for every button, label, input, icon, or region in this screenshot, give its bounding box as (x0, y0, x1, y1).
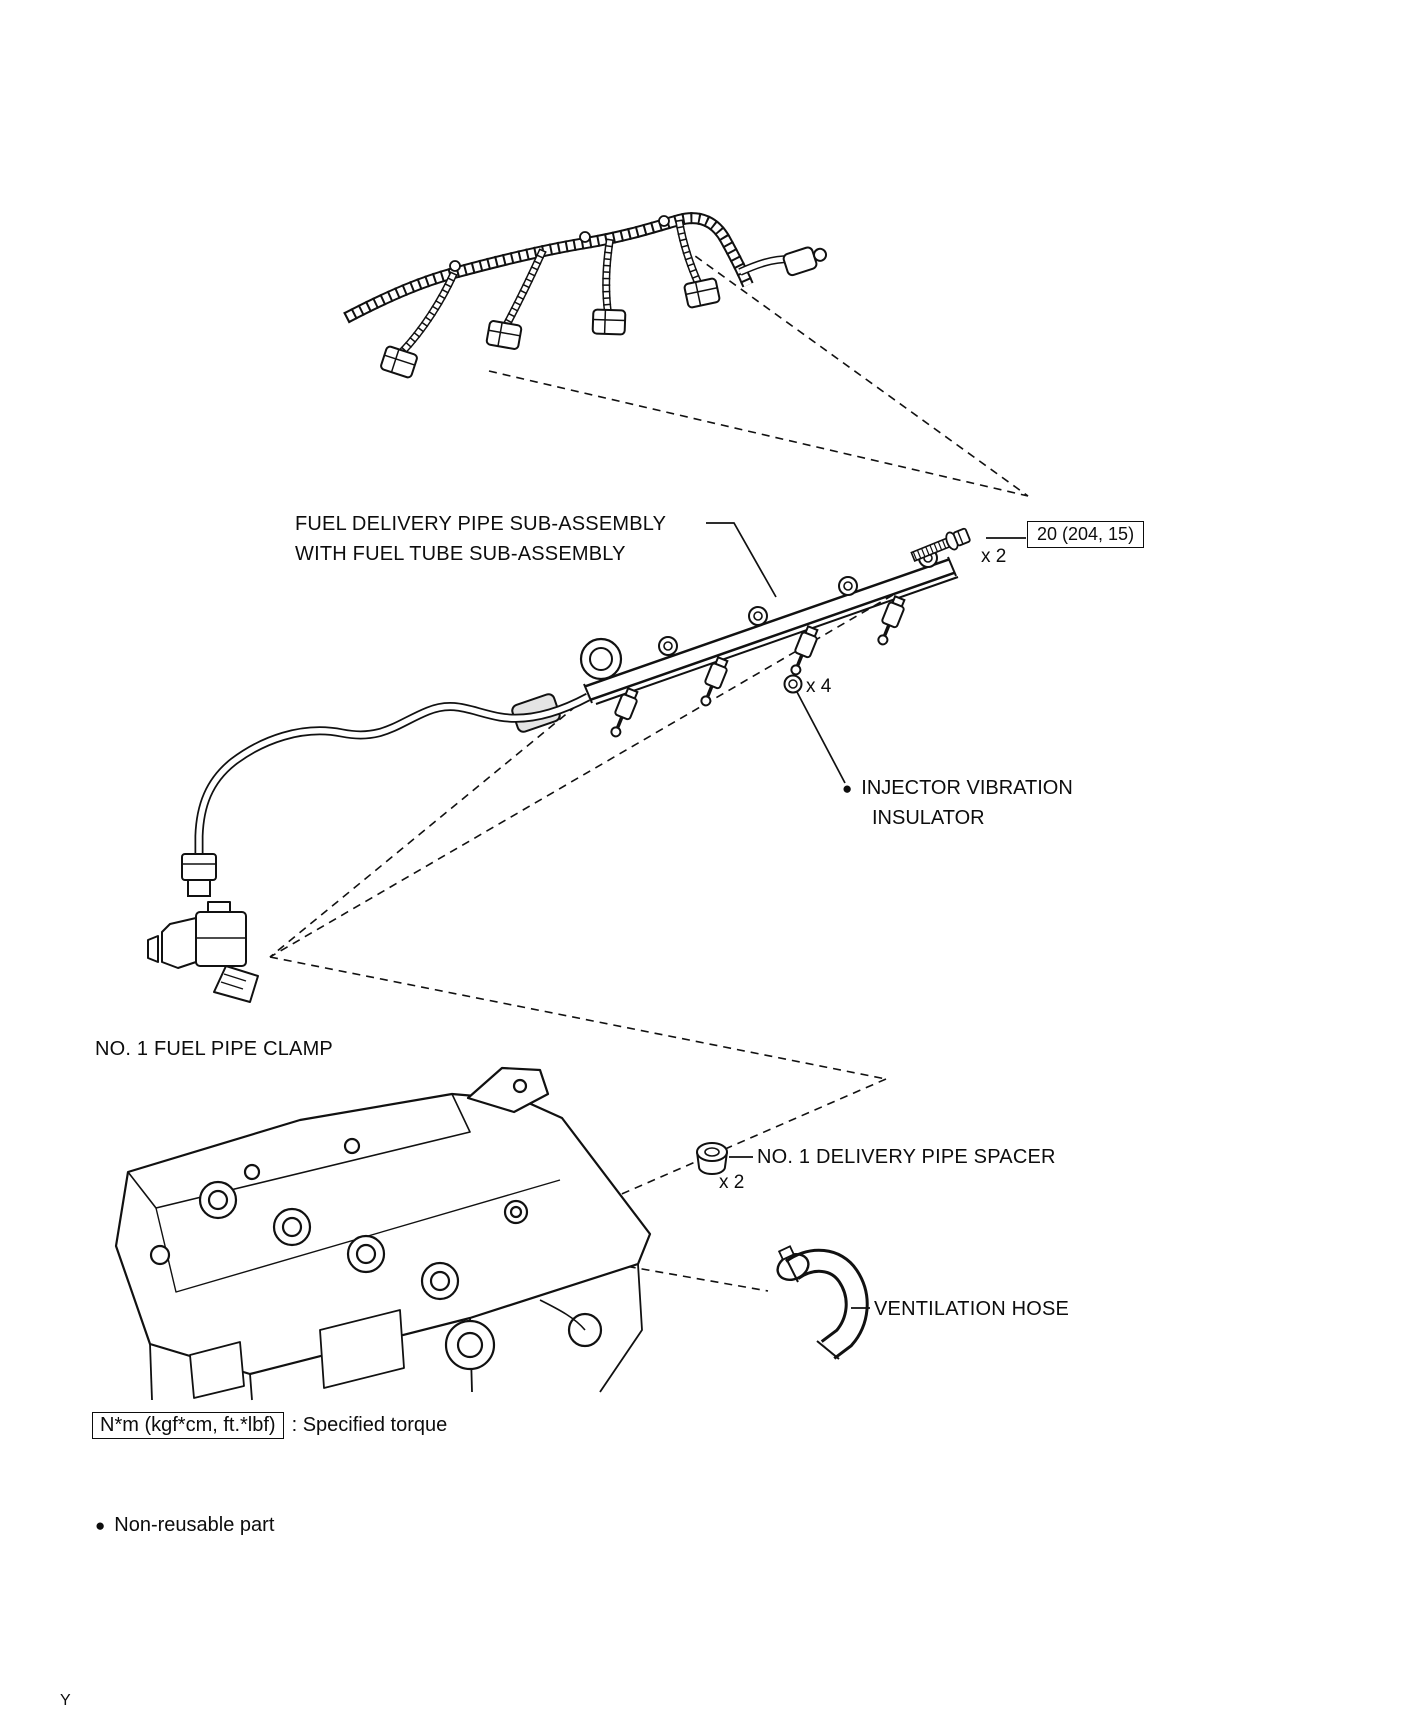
nonreusable-dot-icon: ● (842, 778, 853, 798)
spacer-quantity: x 2 (719, 1172, 745, 1193)
nonreusable-dot-icon: ● (95, 1516, 106, 1535)
torque-legend: N*m (kgf*cm, ft.*lbf) : Specified torque (92, 1412, 447, 1439)
page-marker: Y (60, 1692, 71, 1709)
injector-vibration-insulator-label-line2: INSULATOR (872, 807, 985, 829)
fuel-delivery-pipe-label: FUEL DELIVERY PIPE SUB-ASSEMBLY WITH FUE… (295, 509, 666, 569)
harness-drawing (343, 212, 828, 380)
bolt-quantity: x 2 (981, 546, 1007, 567)
spacer-drawing (696, 1142, 728, 1175)
injector-vibration-insulator-label-line1: INJECTOR VIBRATION (861, 777, 1073, 799)
torque-units-box: N*m (kgf*cm, ft.*lbf) (92, 1412, 284, 1439)
fuel-rail-drawing (181, 548, 959, 897)
quick-connector-drawing (181, 853, 217, 897)
insulator-drawing (783, 674, 803, 694)
insulator-quantity: x 4 (806, 676, 832, 697)
torque-spec-callout: 20 (204, 15) (1027, 521, 1145, 548)
bolt-drawing (910, 527, 971, 562)
label-leader-lines (706, 522, 1026, 1309)
injector-vibration-insulator-label: ● INJECTOR VIBRATION INSULATOR (842, 773, 1073, 833)
engine-drawing (114, 1066, 652, 1401)
fuel-delivery-pipe-label-line2: WITH FUEL TUBE SUB-ASSEMBLY (295, 543, 626, 565)
torque-legend-text: : Specified torque (291, 1414, 448, 1436)
nonreusable-legend-text: Non-reusable part (114, 1514, 275, 1536)
clamp-drawing (147, 901, 259, 1003)
nonreusable-legend: ● Non-reusable part (95, 1514, 274, 1537)
ventilation-hose-drawing (776, 1245, 869, 1360)
fuel-delivery-pipe-label-line1: FUEL DELIVERY PIPE SUB-ASSEMBLY (295, 513, 667, 535)
delivery-pipe-spacer-label: NO. 1 DELIVERY PIPE SPACER (757, 1146, 1056, 1168)
ventilation-hose-label: VENTILATION HOSE (874, 1298, 1070, 1320)
fuel-pipe-clamp-label: NO. 1 FUEL PIPE CLAMP (95, 1038, 333, 1060)
